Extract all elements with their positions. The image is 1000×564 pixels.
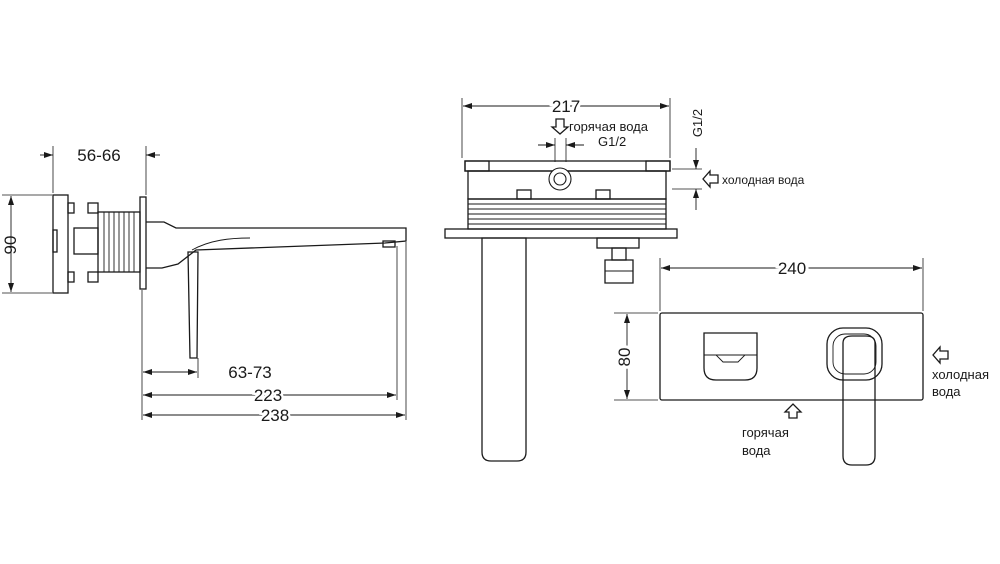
side-connector bbox=[73, 227, 99, 255]
plate-cold-arrow-icon bbox=[932, 345, 949, 365]
box-cap-ear bbox=[464, 160, 490, 172]
box-spout bbox=[481, 237, 527, 462]
side-spout bbox=[146, 221, 407, 269]
plate-cold-label-2: вода bbox=[932, 384, 961, 399]
box-top-cap bbox=[464, 160, 671, 172]
dim-box-width: 217 bbox=[552, 97, 580, 116]
side-spout-curve bbox=[191, 237, 251, 251]
plate-lever-ring bbox=[832, 333, 877, 375]
box-lever-neck bbox=[611, 247, 627, 261]
dim-plate-height: 80 bbox=[615, 348, 634, 367]
plate-lever bbox=[842, 335, 876, 466]
plate-dimensions: 240 80 холодная вода горячая вода bbox=[612, 256, 989, 458]
dim-box-thread: G1/2 bbox=[690, 109, 705, 137]
side-wall-plate bbox=[139, 196, 147, 290]
side-flange bbox=[52, 194, 69, 294]
box-base-plate bbox=[444, 228, 678, 239]
box-hot-water-label: горячая вода bbox=[569, 119, 649, 134]
side-lug bbox=[67, 202, 75, 214]
box-rib-lines bbox=[468, 203, 666, 225]
dim-overall-length: 238 bbox=[261, 406, 289, 425]
box-port-left bbox=[516, 189, 532, 200]
dim-spout-reach: 223 bbox=[254, 386, 282, 405]
box-cap-ear bbox=[645, 160, 671, 172]
dim-side-height: 90 bbox=[1, 236, 20, 255]
plate-lever-escutcheon bbox=[826, 327, 883, 381]
plate-hot-label-2: вода bbox=[742, 443, 771, 458]
side-lug bbox=[87, 271, 99, 283]
box-port-inner bbox=[553, 172, 567, 186]
side-lug bbox=[67, 271, 75, 283]
side-dimensions: 56-66 90 63-73 223 238 bbox=[1, 146, 407, 428]
box-view bbox=[444, 160, 678, 462]
dim-lever-offset: 63-73 bbox=[228, 363, 271, 382]
cold-inlet-arrow-icon bbox=[702, 169, 719, 189]
box-dimensions: 217 горячая вода G1/2 G1/2 холодная вода bbox=[461, 94, 805, 210]
plate-view bbox=[659, 312, 924, 466]
plate-hot-label-1: горячая bbox=[742, 425, 789, 440]
plate-cold-label-1: холодная bbox=[932, 367, 989, 382]
plate-spout-outlet bbox=[703, 332, 758, 381]
hot-inlet-arrow-icon bbox=[550, 118, 570, 135]
plate-hot-arrow-icon bbox=[783, 403, 803, 419]
front-plate bbox=[659, 312, 924, 401]
side-lever bbox=[187, 251, 199, 359]
side-aerator bbox=[382, 240, 396, 248]
side-threads bbox=[103, 212, 135, 272]
box-lever-knob bbox=[604, 259, 634, 284]
side-flange-slot bbox=[52, 229, 58, 253]
dim-hot-thread: G1/2 bbox=[598, 134, 626, 149]
box-cold-water-label: холодная вода bbox=[722, 173, 805, 187]
dim-plate-width: 240 bbox=[778, 259, 806, 278]
side-lug bbox=[87, 202, 99, 214]
box-port-right bbox=[595, 189, 611, 200]
plate-aerator bbox=[714, 354, 747, 363]
side-view bbox=[52, 194, 407, 359]
box-lever-top bbox=[596, 237, 640, 249]
dim-side-depth: 56-66 bbox=[77, 146, 120, 165]
